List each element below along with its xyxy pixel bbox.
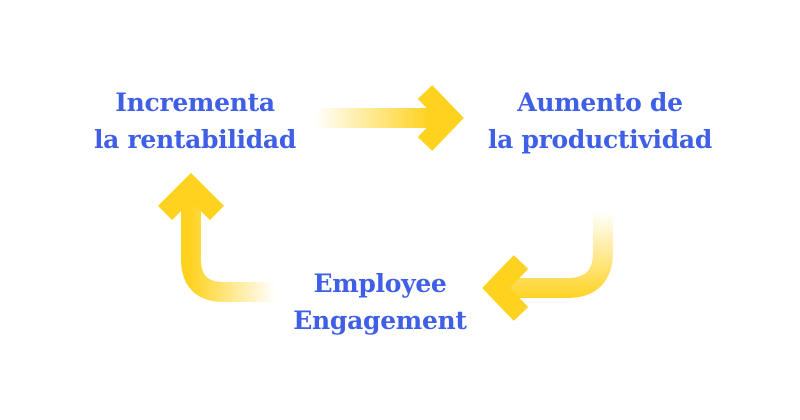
- node-bottom-line2: Engagement: [293, 306, 467, 335]
- arrow-left-to-right-icon: [315, 85, 464, 151]
- node-increase-productivity: Aumento de la productividad: [470, 84, 730, 158]
- arrow-right-to-bottom-icon: [482, 212, 613, 321]
- node-bottom-line1: Employee: [313, 269, 447, 298]
- node-increase-profitability: Incrementa la rentabilidad: [70, 84, 320, 158]
- node-employee-engagement: Employee Engagement: [265, 265, 495, 339]
- node-left-line1: Incrementa: [115, 88, 275, 117]
- node-right-line1: Aumento de: [517, 88, 683, 117]
- node-right-line2: la productividad: [487, 125, 713, 154]
- node-left-line2: la rentabilidad: [93, 125, 297, 154]
- arrow-bottom-to-left-icon: [157, 172, 275, 302]
